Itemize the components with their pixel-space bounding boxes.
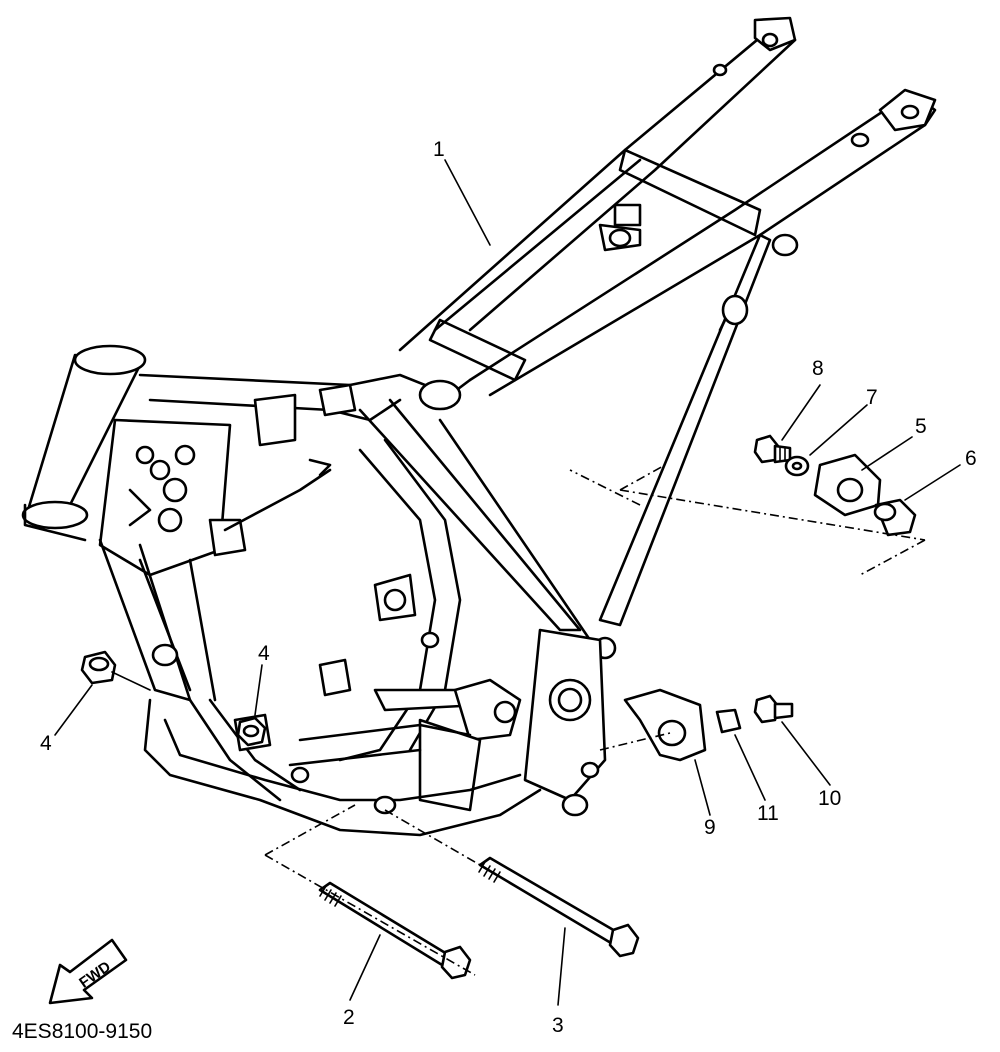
callout-8: 8 (812, 357, 824, 380)
callout-10: 10 (818, 787, 841, 810)
nut-left (80, 650, 117, 685)
callout-11: 11 (757, 802, 779, 825)
callout-4-middle: 4 (258, 642, 270, 665)
bolt-2 (318, 881, 472, 980)
callout-7: 7 (866, 386, 878, 409)
callout-3: 3 (552, 1014, 564, 1037)
nut-middle (236, 716, 267, 747)
leader-lines (54, 159, 961, 1006)
callout-4-left: 4 (40, 732, 52, 755)
diagram-code: 4ES8100-9150 (12, 1020, 152, 1043)
callout-2: 2 (343, 1006, 355, 1029)
callout-1: 1 (433, 138, 445, 161)
callout-5: 5 (915, 415, 927, 438)
bolt-3 (478, 856, 640, 958)
upper-mount-parts (753, 434, 917, 537)
callout-9: 9 (704, 816, 716, 839)
callout-6: 6 (965, 447, 977, 470)
frame-assembly (21, 16, 937, 837)
fwd-arrow-icon: FWD (48, 938, 128, 1005)
lower-mount-parts (623, 688, 794, 762)
